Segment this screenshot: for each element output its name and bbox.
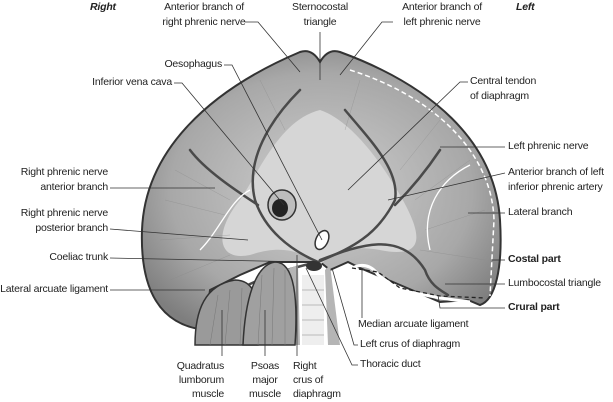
vertebral-column	[302, 275, 324, 345]
label-right-phrenic-anterior-branch: Right phrenic nerve anterior branch	[20, 166, 108, 193]
label-sternocostal-triangle: Sternocostal triangle	[292, 1, 348, 28]
muscle-fibres	[159, 79, 486, 281]
phrenic-nerves	[199, 164, 471, 251]
label-left-crus: Left crus of diaphragm	[360, 338, 461, 350]
leader-lines	[109, 21, 506, 366]
label-central-tendon: Central tendon of diaphragm	[470, 75, 537, 102]
label-lumbocostal-triangle: Lumbocostal triangle	[508, 277, 601, 289]
label-lateral-branch: Lateral branch	[508, 206, 573, 218]
label-left-phrenic-nerve: Left phrenic nerve	[508, 140, 589, 152]
label-quadratus-lumborum: Quadratus lumborum muscle	[176, 360, 224, 400]
label-anterior-branch-left-inferior-phrenic-artery: Anterior branch of left inferior phrenic…	[508, 166, 604, 193]
label-anterior-branch-right-phrenic: Anterior branch of right phrenic nerve	[162, 1, 246, 28]
label-lateral-arcuate-ligament: Lateral arcuate ligament	[0, 283, 108, 295]
label-coeliac-trunk: Coeliac trunk	[49, 251, 108, 263]
label-right-crus: Right crus of diaphragm	[293, 360, 341, 400]
muscle-striations	[209, 267, 286, 346]
label-crural-part: Crural part	[508, 301, 560, 313]
label-inferior-vena-cava: Inferior vena cava	[92, 76, 172, 88]
orientation-right: Right	[90, 1, 116, 13]
central-tendon	[222, 110, 417, 265]
label-thoracic-duct: Thoracic duct	[360, 358, 421, 370]
label-median-arcuate-ligament: Median arcuate ligament	[358, 318, 469, 330]
label-anterior-branch-left-phrenic: Anterior branch of left phrenic nerve	[402, 1, 482, 28]
orientation-left: Left	[516, 1, 535, 13]
label-psoas-major: Psoas major muscle	[248, 360, 282, 400]
psoas-major	[242, 261, 297, 346]
label-oesophagus: Oesophagus	[164, 58, 222, 70]
left-crus	[325, 265, 340, 345]
aorta	[306, 261, 322, 271]
label-costal-part: Costal part	[508, 253, 561, 265]
label-right-phrenic-posterior-branch: Right phrenic nerve posterior branch	[20, 207, 108, 234]
